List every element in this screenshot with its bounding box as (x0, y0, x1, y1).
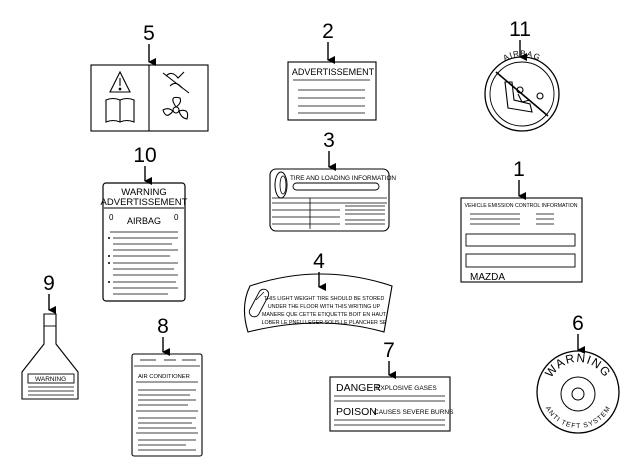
label-1-emission-control: VEHICLE EMISSION CONTROL INFORMATION MAZ… (460, 197, 583, 283)
label-9-title: WARNING (35, 376, 66, 383)
label-3-tire-loading: TIRE AND LOADING INFORMATION (269, 168, 396, 232)
callout-number-8: 8 (157, 315, 169, 338)
label-6-top: WARNING (542, 351, 613, 380)
label-7-danger: DANGER (336, 382, 381, 394)
callout-number-7: 7 (383, 339, 395, 362)
spare-tire-icon (248, 288, 270, 318)
svg-text:ANTI TEFT SYSTEM: ANTI TEFT SYSTEM (544, 405, 612, 430)
callout-number-10: 10 (133, 144, 156, 167)
label-8-air-conditioner: AIR CONDITIONER (131, 353, 203, 457)
callout-number-6: 6 (572, 312, 584, 335)
callout-4: 4 (313, 250, 326, 291)
svg-text:WARNING: WARNING (542, 351, 614, 380)
label-8-title: AIR CONDITIONER (138, 374, 190, 380)
hand-fan-warning-icon (162, 71, 190, 94)
callout-11: 11 (509, 18, 531, 61)
label-4-line2: UNDER THE FLOOR WITH THIS WRITING UP (268, 304, 381, 310)
callout-number-3: 3 (323, 129, 335, 152)
label-11-airbag-disc: AIRBAG (484, 49, 560, 132)
callout-7: 7 (383, 339, 396, 379)
owner-manual-book-icon (105, 97, 135, 123)
tire-icon (274, 171, 288, 199)
label-2-advertissement: ADVERTISSEMENT (287, 61, 377, 121)
callout-10: 10 (133, 144, 157, 185)
label-7-poison: POISON (336, 406, 377, 418)
label-5-pictograms (90, 64, 209, 132)
label-4-line1: THIS LIGHT WEIGHT TIRE SHOULD BE STORED (264, 296, 385, 302)
label-11-title: AIRBAG (502, 49, 542, 63)
label-10-warning-airbag: WARNING ADVERTISSEMENT 0 0 AIRBAG (101, 182, 188, 302)
svg-text:AIRBAG: AIRBAG (502, 49, 543, 63)
callout-8: 8 (157, 315, 170, 356)
callout-5: 5 (143, 22, 156, 66)
child-seat-prohibited-icon (495, 71, 549, 117)
label-10-line2: ADVERTISSEMENT (101, 197, 188, 208)
label-7-danger-text: EXPLOSIVE GASES (376, 385, 437, 392)
callout-6: 6 (572, 312, 585, 354)
callout-number-5: 5 (143, 22, 155, 45)
callout-number-11: 11 (509, 18, 531, 41)
callout-number-4: 4 (313, 250, 325, 273)
security-indicator-icon (560, 376, 596, 412)
label-2-title: ADVERTISSEMENT (292, 67, 375, 77)
label-4-line4: LOBER LE PNEU LEGER SOUS LE PLANCHER SE (262, 320, 387, 326)
label-4-line3: MANERE QUE CETTE ETIQUETTE BOIT EN HAUT (262, 312, 387, 318)
label-10-airbag: AIRBAG (127, 216, 161, 226)
label-7-battery-danger: DANGER EXPLOSIVE GASES POISON CAUSES SEV… (329, 376, 454, 432)
label-3-title: TIRE AND LOADING INFORMATION (290, 175, 396, 182)
label-10-right-mark: 0 (174, 213, 179, 222)
warning-triangle-icon (109, 70, 131, 93)
label-4-tire-storage: THIS LIGHT WEIGHT TIRE SHOULD BE STORED … (243, 273, 393, 333)
label-6-anti-theft-disc: WARNING ANTI TEFT SYSTEM (536, 350, 620, 434)
callout-2: 2 (322, 20, 335, 64)
label-6-bottom: ANTI TEFT SYSTEM (544, 405, 612, 430)
label-10-left-mark: 0 (109, 213, 114, 222)
callout-number-9: 9 (43, 272, 55, 295)
label-1-brand: MAZDA (470, 272, 505, 283)
callout-9: 9 (43, 272, 56, 314)
callout-number-1: 1 (513, 158, 525, 181)
label-10-line1: WARNING (121, 187, 167, 198)
label-1-title: VEHICLE EMISSION CONTROL INFORMATION (465, 203, 578, 209)
callout-3: 3 (323, 129, 336, 171)
cooling-fan-icon (162, 96, 189, 120)
callout-number-2: 2 (322, 20, 334, 43)
callout-1: 1 (513, 158, 526, 200)
label-9-warning-tag: WARNING (21, 313, 79, 400)
label-7-poison-text: CAUSES SEVERE BURNS (374, 409, 454, 416)
